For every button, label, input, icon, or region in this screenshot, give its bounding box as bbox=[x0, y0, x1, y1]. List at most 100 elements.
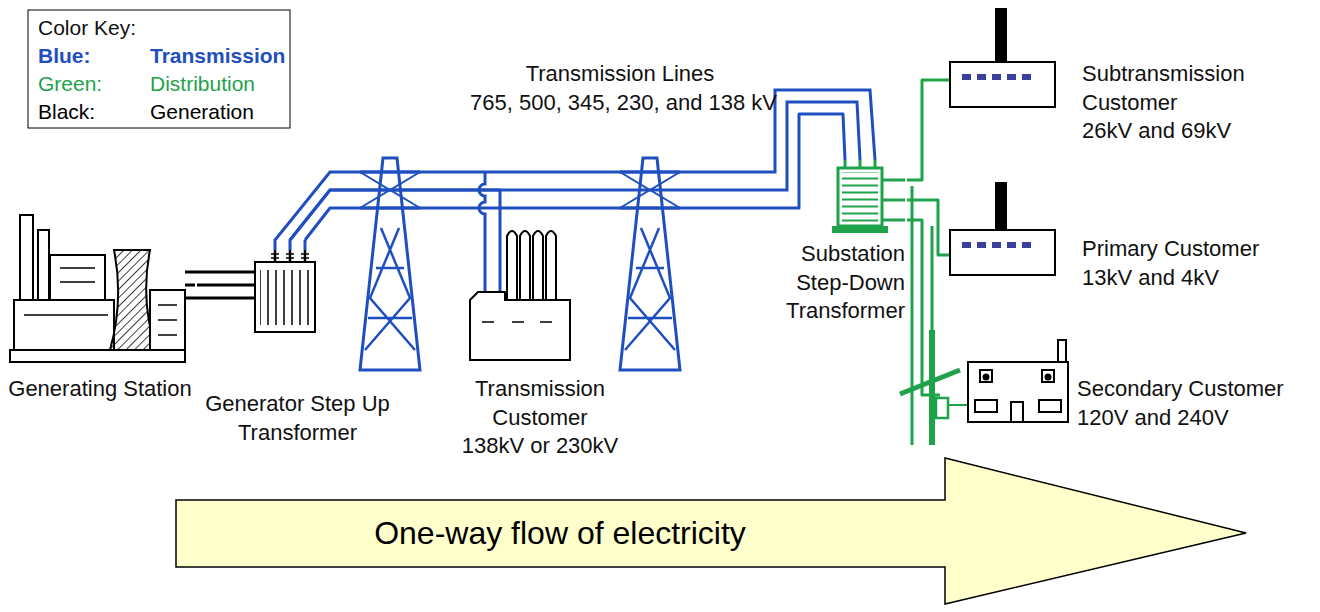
flow-arrow: One-way flow of electricity bbox=[175, 455, 1250, 607]
node-title: Generating Station bbox=[5, 375, 195, 404]
label-text: 765, 500, 345, 230, and 138 kV bbox=[470, 89, 770, 118]
label-group: Secondary Customer120V and 240V bbox=[1077, 375, 1309, 432]
distribution-line bbox=[900, 370, 960, 394]
house-drawing bbox=[1046, 375, 1051, 380]
label-group: Generator Step Up Transformer bbox=[201, 390, 394, 447]
label-text: Transmission Lines bbox=[470, 60, 770, 89]
factory-drawing bbox=[1022, 242, 1031, 248]
step-down-transformer-drawing bbox=[832, 226, 888, 233]
legend-swatch: Blue: bbox=[38, 42, 91, 69]
power-plant-drawing bbox=[14, 300, 114, 350]
power-plant-drawing bbox=[24, 268, 177, 335]
voltage-text: 120V and 240V bbox=[1077, 404, 1309, 433]
node-title: Generator Step Up Transformer bbox=[201, 390, 394, 447]
step-up-transformer-drawing bbox=[260, 270, 310, 325]
factory-drawing bbox=[1007, 74, 1016, 80]
factory-drawing bbox=[950, 8, 1055, 107]
distribution-line bbox=[882, 180, 905, 220]
label-group: Subtransmission Customer26kV and 69kV bbox=[1082, 60, 1287, 146]
industrial-plant-drawing bbox=[470, 231, 570, 360]
power-line bbox=[907, 200, 945, 255]
house-drawing bbox=[968, 340, 1068, 422]
industrial-plant-drawing bbox=[470, 292, 570, 360]
factory-drawing bbox=[977, 74, 986, 80]
generator-wire bbox=[185, 271, 248, 274]
house-drawing bbox=[984, 375, 989, 380]
house-drawing bbox=[975, 400, 997, 412]
industrial-plant-drawing bbox=[482, 321, 552, 323]
generator-wire bbox=[185, 272, 248, 298]
house-drawing bbox=[980, 370, 992, 382]
node-title: Substation Step-Down Transformer bbox=[770, 240, 905, 326]
factory-drawing bbox=[1022, 74, 1031, 80]
factory-drawing bbox=[992, 242, 1001, 248]
step-down-transformer-drawing bbox=[842, 172, 878, 222]
distribution-line bbox=[948, 404, 968, 406]
node-title: One-way flow of electricity bbox=[175, 513, 945, 555]
customer-label-box: Primary Customer13kV and 4kV bbox=[945, 178, 1315, 297]
distribution-line bbox=[931, 226, 934, 330]
factory-drawing bbox=[995, 182, 1007, 230]
legend-swatch: Green: bbox=[38, 70, 102, 97]
step-down-transformer-drawing bbox=[838, 168, 882, 226]
transmission-line bbox=[304, 240, 307, 250]
house-drawing bbox=[1011, 402, 1023, 422]
industrial-plant-drawing bbox=[507, 231, 556, 300]
customer-label-box: Secondary Customer120V and 240V bbox=[940, 345, 1315, 445]
voltage-text: 13kV and 4kV bbox=[1082, 264, 1310, 293]
legend-key: Black: bbox=[38, 98, 95, 125]
power-line bbox=[907, 80, 945, 180]
voltage-text: 26kV and 69kV bbox=[1082, 117, 1287, 146]
factory-drawing bbox=[977, 242, 986, 248]
transformer-label-box: Generator Step Up Transformer bbox=[205, 240, 396, 460]
step-up-transformer-drawing bbox=[275, 250, 305, 262]
legend-text: Distribution bbox=[150, 70, 255, 97]
transmission-line bbox=[290, 102, 860, 250]
customer-label-box: Subtransmission Customer26kV and 69kV bbox=[945, 5, 1310, 155]
distribution-line bbox=[929, 330, 935, 445]
node-title: Subtransmission Customer bbox=[1082, 60, 1287, 117]
power-line bbox=[290, 190, 500, 240]
factory-drawing bbox=[962, 74, 971, 80]
house-drawing bbox=[1042, 370, 1054, 382]
factory-drawing bbox=[962, 242, 971, 248]
step-up-transformer-drawing bbox=[248, 272, 255, 298]
transmission-line bbox=[275, 90, 875, 250]
label-group: One-way flow of electricity bbox=[175, 500, 945, 567]
house-drawing bbox=[1039, 400, 1061, 412]
label-group: Transmission Customer138kV or 230kV bbox=[457, 375, 623, 461]
distribution-line bbox=[936, 398, 948, 418]
legend-key: Blue: bbox=[38, 42, 91, 69]
label-text: Color Key: bbox=[38, 14, 136, 41]
transmission-line bbox=[499, 215, 502, 300]
step-up-transformer-drawing bbox=[271, 254, 309, 258]
power-plant-drawing bbox=[50, 255, 105, 300]
power-plant-drawing bbox=[10, 350, 185, 362]
step-up-transformer-drawing bbox=[248, 250, 315, 332]
power-plant-drawing bbox=[10, 215, 185, 362]
voltage-text: 138kV or 230kV bbox=[457, 432, 623, 461]
factory-drawing bbox=[962, 74, 1031, 80]
factory-drawing bbox=[995, 8, 1007, 62]
generator-wire bbox=[185, 297, 248, 300]
step-up-transformer-drawing bbox=[255, 262, 315, 332]
house-drawing bbox=[1058, 340, 1066, 362]
factory-drawing bbox=[950, 182, 1055, 275]
legend-swatch: Black: bbox=[38, 98, 95, 125]
transmission-line bbox=[275, 90, 875, 300]
station-label-box: Generating Station bbox=[5, 210, 197, 408]
legend-key: Green: bbox=[38, 70, 102, 97]
legend-frame bbox=[28, 10, 290, 128]
power-line bbox=[305, 114, 845, 240]
step-down-transformer-drawing bbox=[832, 160, 888, 233]
transformer-label-box: Substation Step-Down Transformer bbox=[770, 160, 907, 330]
node-title: Primary Customer bbox=[1082, 235, 1310, 264]
factory-drawing bbox=[962, 242, 1031, 248]
label-group: Generating Station bbox=[5, 375, 195, 404]
generator-wire bbox=[185, 284, 248, 287]
legend-text: Generation bbox=[150, 98, 254, 125]
power-line bbox=[197, 284, 205, 287]
factory-drawing bbox=[992, 74, 1001, 80]
house-drawing bbox=[968, 362, 1068, 422]
